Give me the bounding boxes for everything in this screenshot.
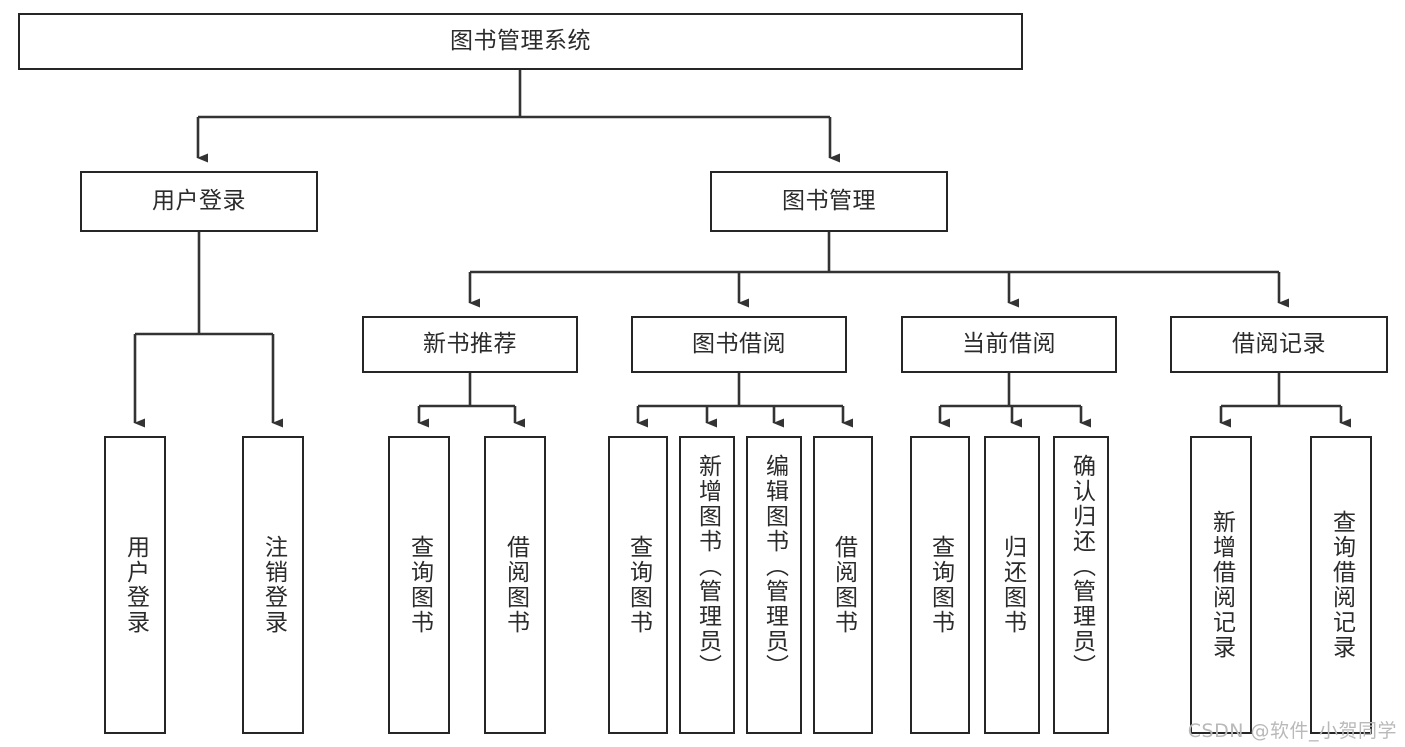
node-leaf-query-borrow-record[interactable]: 查询借阅记录 [1310,436,1372,734]
node-borrow-record-label: 借阅记录 [1232,330,1326,357]
node-root[interactable]: 图书管理系统 [18,13,1023,70]
node-leaf-borrow-book-1[interactable]: 借阅图书 [484,436,546,734]
node-leaf-borrow-book-2[interactable]: 借阅图书 [813,436,873,734]
csdn-watermark: CSDN @软件_小贺同学 [1187,720,1397,742]
node-leaf-return-book[interactable]: 归还图书 [984,436,1040,734]
node-book-borrow[interactable]: 图书借阅 [631,316,847,373]
node-leaf-add-borrow-record-label: 新增借阅记录 [1208,510,1235,660]
node-leaf-borrow-book-1-label: 借阅图书 [502,535,529,635]
node-user-login-label: 用户登录 [152,187,246,214]
node-leaf-borrow-book-2-label: 借阅图书 [830,535,857,635]
node-leaf-query-book-1-label: 查询图书 [406,535,433,635]
node-leaf-query-book-2-label: 查询图书 [625,535,652,635]
node-user-login[interactable]: 用户登录 [80,171,318,232]
node-leaf-query-book-3-label: 查询图书 [927,535,954,635]
node-leaf-logout-login-label: 注销登录 [260,535,287,635]
node-book-manage[interactable]: 图书管理 [710,171,948,232]
node-leaf-query-book-2[interactable]: 查询图书 [608,436,668,734]
node-current-borrow-label: 当前借阅 [962,330,1056,357]
node-new-book-recommend[interactable]: 新书推荐 [362,316,578,373]
node-leaf-add-book-label: 新增图书（管理员） [694,454,721,679]
node-leaf-query-book-1[interactable]: 查询图书 [388,436,450,734]
node-leaf-add-book[interactable]: 新增图书（管理员） [679,436,735,734]
node-borrow-record[interactable]: 借阅记录 [1170,316,1388,373]
node-leaf-edit-book[interactable]: 编辑图书（管理员） [746,436,802,734]
node-leaf-add-borrow-record[interactable]: 新增借阅记录 [1190,436,1252,734]
node-new-book-recommend-label: 新书推荐 [423,330,517,357]
node-current-borrow[interactable]: 当前借阅 [901,316,1117,373]
node-leaf-user-login-label: 用户登录 [122,535,149,635]
node-leaf-confirm-return-label: 确认归还（管理员） [1068,454,1095,679]
node-book-borrow-label: 图书借阅 [692,330,786,357]
node-leaf-logout-login[interactable]: 注销登录 [242,436,304,734]
node-leaf-return-book-label: 归还图书 [999,535,1026,635]
node-leaf-confirm-return[interactable]: 确认归还（管理员） [1053,436,1109,734]
node-leaf-user-login[interactable]: 用户登录 [104,436,166,734]
node-book-manage-label: 图书管理 [782,187,876,214]
node-leaf-edit-book-label: 编辑图书（管理员） [761,454,788,679]
node-root-label: 图书管理系统 [450,27,591,54]
node-leaf-query-borrow-record-label: 查询借阅记录 [1328,510,1355,660]
node-leaf-query-book-3[interactable]: 查询图书 [910,436,970,734]
